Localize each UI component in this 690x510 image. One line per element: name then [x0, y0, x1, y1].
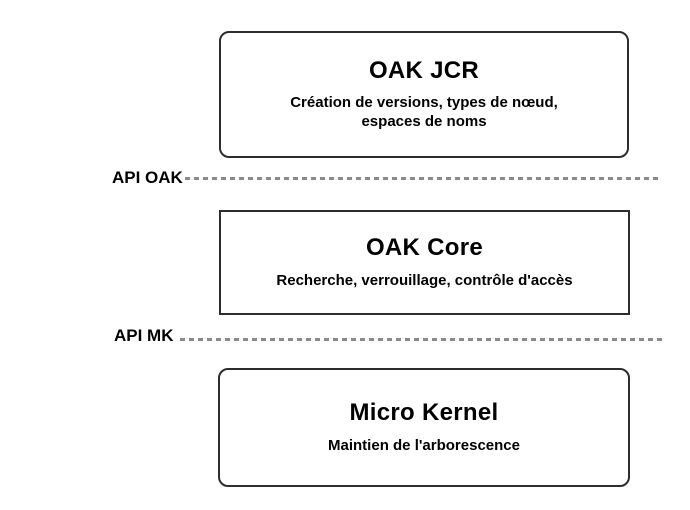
layer-box-oak-core: OAK Core Recherche, verrouillage, contrô…	[219, 210, 630, 315]
layer-subtitle-oak-jcr: Création de versions, types de nœud, esp…	[290, 94, 558, 131]
separator-label-api-oak: API OAK	[112, 168, 183, 187]
dashed-line-api-oak	[185, 177, 662, 180]
layer-subtitle-micro-kernel: Maintien de l'arborescence	[328, 436, 520, 454]
layer-subtitle-oak-core: Recherche, verrouillage, contrôle d'accè…	[276, 271, 573, 289]
separator-label-api-mk: API MK	[114, 326, 174, 345]
layer-box-oak-jcr: OAK JCR Création de versions, types de n…	[219, 31, 629, 158]
layer-box-micro-kernel: Micro Kernel Maintien de l'arborescence	[218, 368, 630, 487]
dashed-line-api-mk	[180, 338, 663, 341]
layer-title-oak-jcr: OAK JCR	[368, 56, 480, 84]
layer-title-micro-kernel: Micro Kernel	[349, 399, 499, 427]
layer-title-oak-core: OAK Core	[365, 234, 484, 262]
